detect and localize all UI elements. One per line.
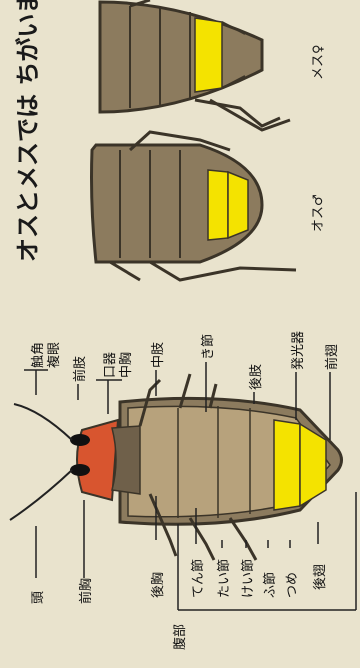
label-hindwing: 後翅 <box>312 564 328 590</box>
label-metathorax: 後胸 <box>151 572 166 598</box>
label-mesothorax: 中胸 <box>119 352 134 378</box>
label-trochanter: き節 <box>201 334 216 360</box>
female-label: メス♀ <box>311 44 326 80</box>
label-prothorax: 前胸 <box>78 578 94 604</box>
label-compound-eye: 複眼 <box>46 342 62 368</box>
label-claw: つめ <box>285 572 300 598</box>
firefly-body-illustration <box>10 374 342 560</box>
label-head: 頭 <box>31 591 46 604</box>
label-femur: たい節 <box>217 559 232 598</box>
label-antenna: 触角 <box>31 342 46 368</box>
label-light-organ: 発光器 <box>291 331 306 370</box>
label-tibia: けい節 <box>241 559 256 598</box>
label-hindleg: 後肢 <box>248 364 264 390</box>
female-abdomen-illustration <box>100 0 290 130</box>
label-forewing: 前翅 <box>324 344 340 370</box>
label-mouthparts: 口器 <box>103 352 118 378</box>
label-midleg: 中肢 <box>150 342 166 368</box>
label-abdomen: 腹部 <box>172 624 188 650</box>
caption-text: オスとメスでは ちがいます。 <box>14 0 42 262</box>
male-abdomen-illustration <box>92 132 297 280</box>
label-tarsus: ふ節 <box>263 572 278 598</box>
male-label: オス♂ <box>311 194 326 232</box>
label-foreleg: 前肢 <box>72 356 88 382</box>
label-coxa: てん節 <box>191 559 206 598</box>
